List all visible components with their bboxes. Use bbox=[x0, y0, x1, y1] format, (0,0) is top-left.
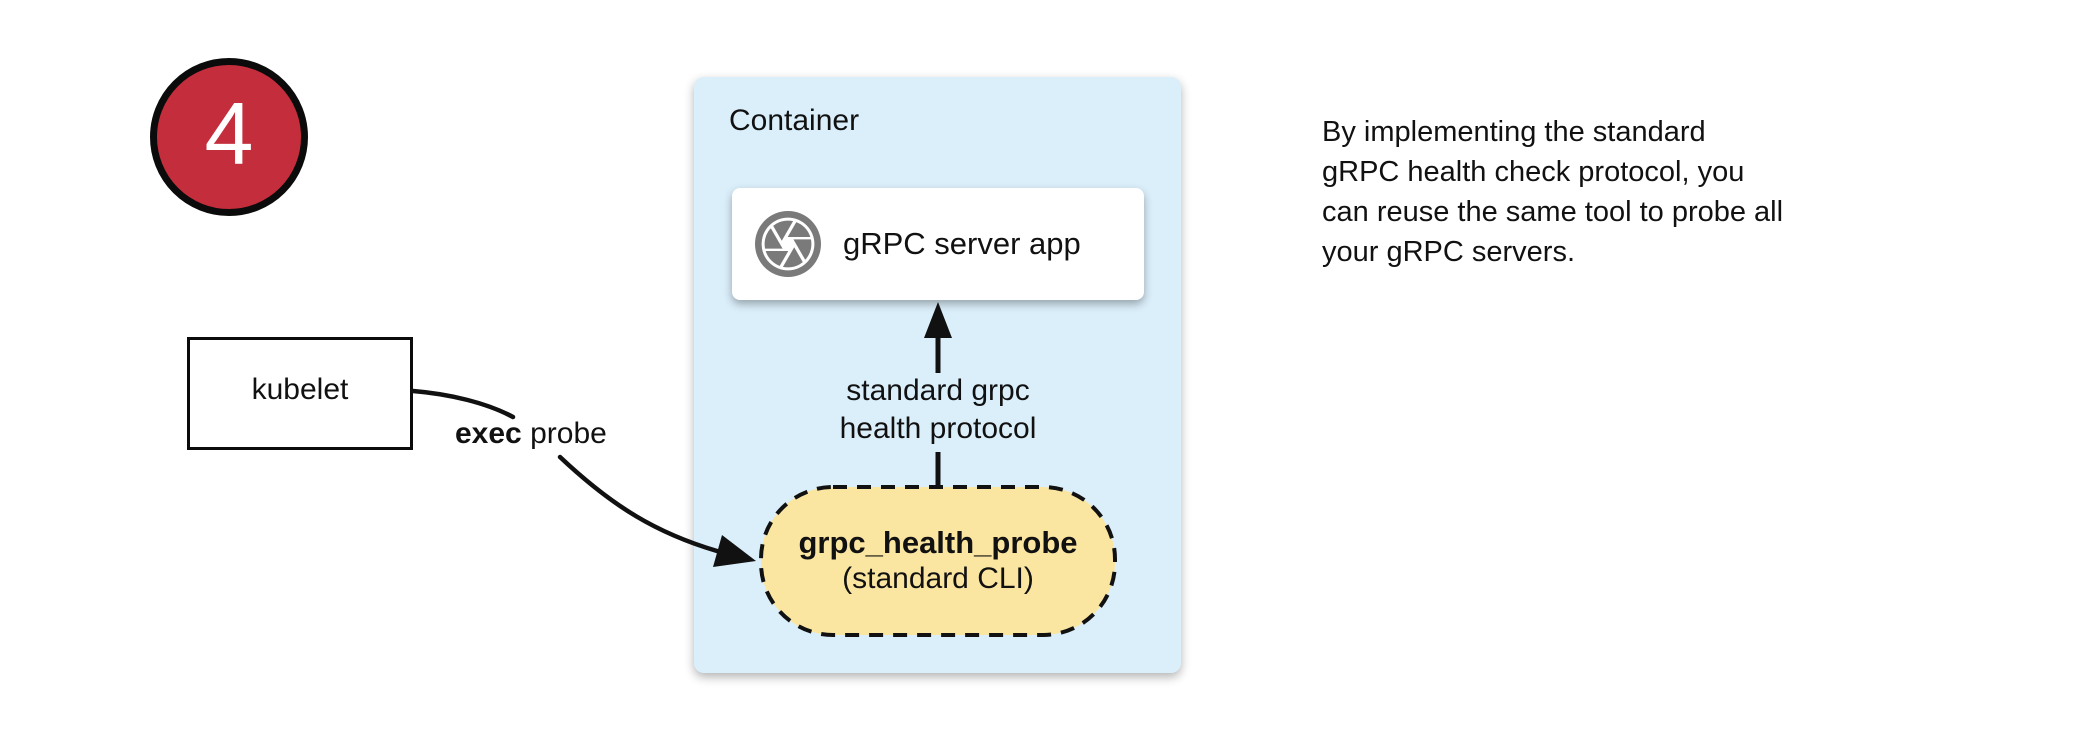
grpc-health-probe-subtitle: (standard CLI) bbox=[842, 562, 1034, 595]
grpc-health-probe-text: grpc_health_probe (standard CLI) bbox=[761, 487, 1115, 635]
note-line: By implementing the standard bbox=[1322, 116, 1706, 148]
kubelet-node: kubelet bbox=[187, 337, 413, 450]
grpc-server-app-node: gRPC server app bbox=[732, 188, 1144, 300]
note-text: By implementing the standard gRPC health… bbox=[1322, 112, 1783, 272]
grpc-health-probe-name: grpc_health_probe bbox=[798, 525, 1078, 560]
health-protocol-label-line2: health protocol bbox=[839, 412, 1037, 445]
container-title: Container bbox=[729, 104, 860, 137]
step-number: 4 bbox=[204, 84, 254, 183]
exec-probe-label-rest: probe bbox=[521, 417, 607, 450]
note-line: can reuse the same tool to probe all bbox=[1322, 196, 1784, 228]
grpc-server-app-label: gRPC server app bbox=[843, 226, 1081, 261]
exec-probe-label-bold: exec bbox=[455, 417, 522, 450]
aperture-shutter-icon bbox=[755, 211, 821, 277]
exec-probe-label: exec probe bbox=[455, 417, 607, 450]
kubelet-label: kubelet bbox=[251, 372, 349, 406]
health-protocol-label-line1: standard grpc bbox=[846, 374, 1030, 407]
exec-probe-arrow-segment-1 bbox=[410, 388, 516, 420]
health-protocol-label: standard grpc health protocol bbox=[818, 372, 1058, 448]
step-badge: 4 bbox=[150, 58, 308, 216]
note-line: your gRPC servers. bbox=[1322, 236, 1576, 268]
note-line: gRPC health check protocol, you bbox=[1322, 156, 1745, 188]
